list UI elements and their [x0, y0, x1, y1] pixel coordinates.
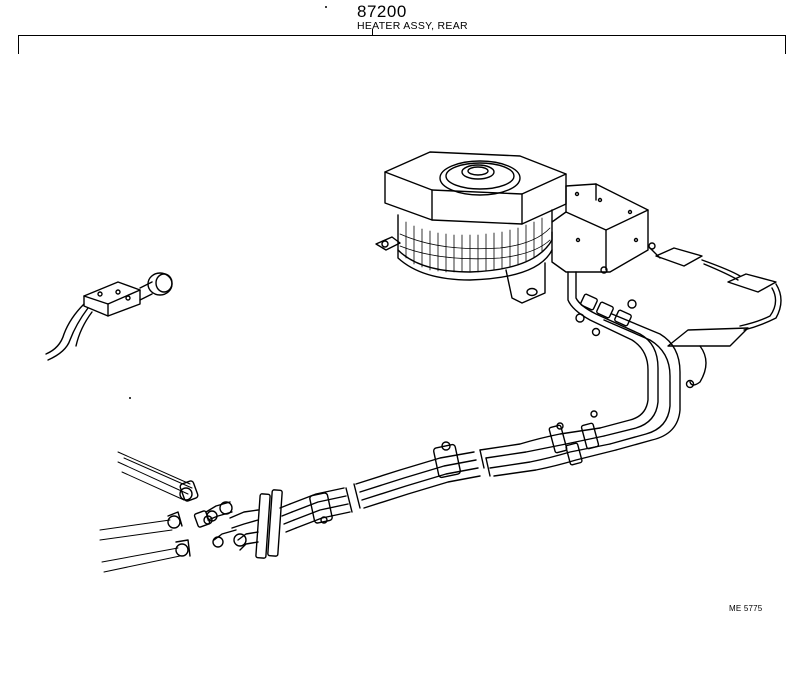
fan-inlet: [439, 160, 521, 196]
mount-bolt-left: [381, 240, 389, 248]
part-name: HEATER ASSY, REAR: [357, 20, 468, 32]
stray-mark: [325, 6, 327, 8]
reference-code: ME 5775: [729, 604, 763, 613]
resistor-pad-2: [727, 273, 777, 293]
hose-clamp-mid: [548, 424, 568, 454]
heater-unit: [375, 151, 656, 304]
water-hoses-middle: [289, 410, 617, 529]
motor-hub: [461, 164, 495, 180]
fan-cage: [397, 209, 553, 273]
header-bracket-frame: [18, 35, 786, 54]
resistor-pad-3: [667, 327, 749, 347]
hose-clamp-center: [432, 443, 462, 479]
pipe-ext-2: [99, 519, 171, 531]
mount-bolt-front: [526, 287, 538, 297]
ground-lead: [689, 345, 707, 386]
grommet-plates: [229, 489, 297, 559]
hose-ends: [99, 451, 247, 573]
resistor-wiring: [649, 247, 782, 389]
fan-cage-grille: [399, 217, 551, 273]
resistor-pad-1: [655, 247, 703, 267]
part-number: 87200: [357, 2, 407, 21]
switch-leads: [45, 303, 85, 355]
stray-mark-2: [129, 397, 131, 399]
pipe-ext-1: [117, 451, 191, 485]
header-tick: [372, 29, 373, 36]
hose-clamp-left: [309, 492, 333, 524]
hose-clamp: [580, 293, 598, 311]
water-pipes-upper: [567, 271, 681, 451]
grommet-plate: [255, 493, 271, 559]
mount-bracket-front: [505, 262, 546, 304]
hose-clamp-end: [219, 501, 233, 515]
core-bolt-2: [648, 242, 656, 250]
heater-core-box: [551, 183, 649, 273]
control-switch: [45, 272, 173, 361]
switch-body: [83, 281, 141, 317]
core-bolt: [600, 266, 608, 274]
